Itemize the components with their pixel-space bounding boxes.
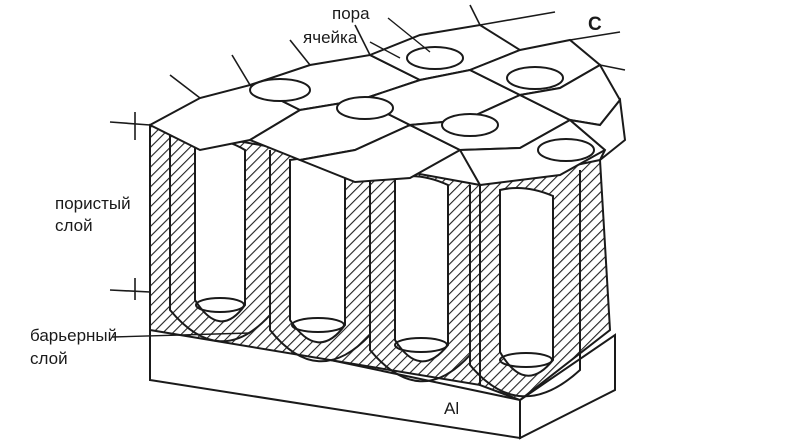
porous-layer-markers	[109, 112, 151, 300]
cell-walls	[169, 128, 581, 398]
panel-letter: C	[588, 14, 602, 35]
pores-cross-section	[194, 137, 554, 377]
pore-label: пора	[332, 4, 370, 23]
surface-pores	[249, 46, 595, 162]
substrate-label: Al	[444, 399, 460, 418]
leader-lines	[111, 17, 431, 338]
barrier-layer-label-line1: барьерный	[30, 326, 118, 345]
porous-layer-label-line2: слой	[55, 216, 93, 235]
porous-layer-label-line1: пористый	[55, 194, 131, 213]
barrier-layer-label-line2: слой	[30, 349, 68, 368]
cell-label: ячейка	[303, 28, 358, 47]
cell-extension-lines	[169, 4, 626, 99]
